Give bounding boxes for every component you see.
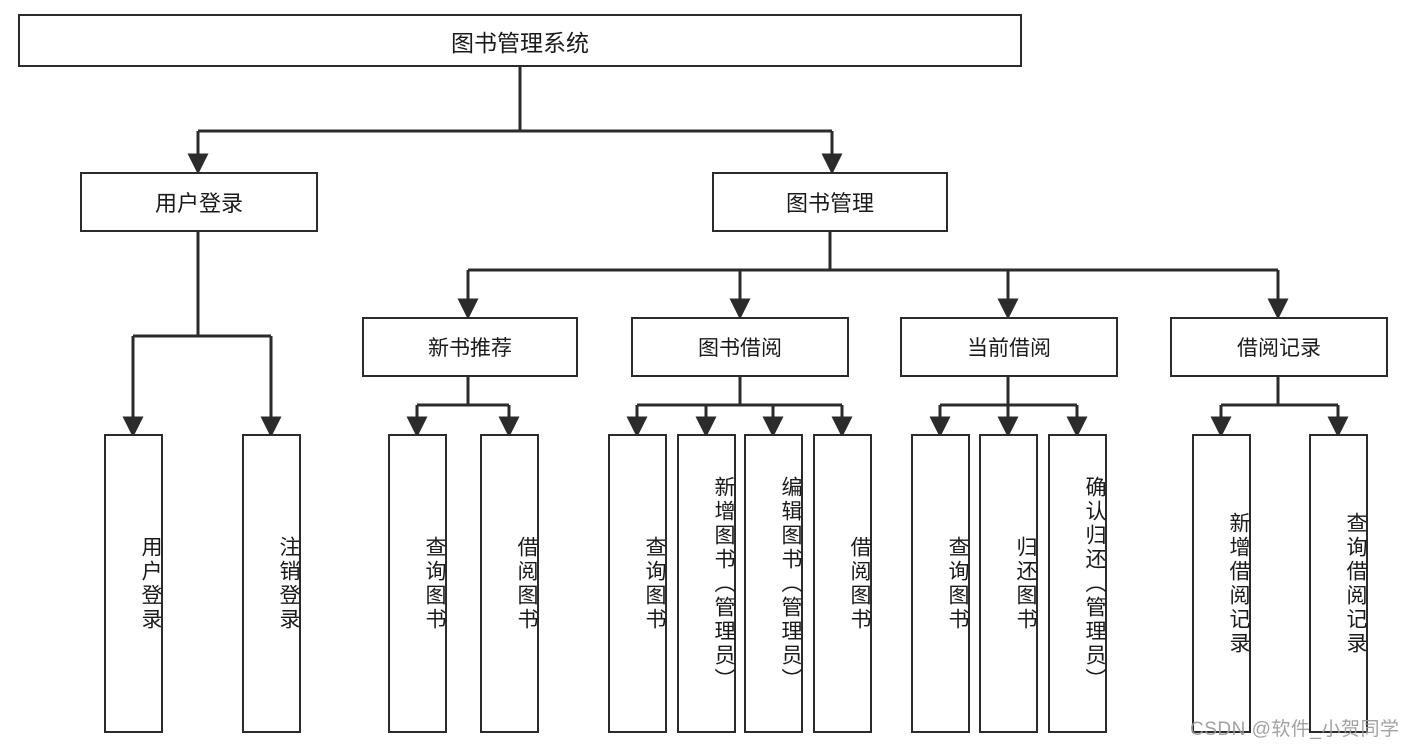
node-current-borrow[interactable]: 当前借阅 xyxy=(900,317,1118,377)
node-user-login[interactable]: 用户登录 xyxy=(80,172,318,232)
node-new-book-recommend[interactable]: 新书推荐 xyxy=(362,317,578,377)
node-borrow-record-label: 借阅记录 xyxy=(1237,337,1321,360)
leaf-nb-query-book-label: 查询图书 xyxy=(423,535,446,632)
leaf-bb-add-book-admin[interactable]: 新增图书（管理员） xyxy=(677,434,736,733)
leaf-cb-confirm-return-admin-label: 确认归还（管理员） xyxy=(1083,475,1106,692)
leaf-cb-query-book-label: 查询图书 xyxy=(946,535,969,632)
leaf-br-query-record-label: 查询借阅记录 xyxy=(1344,511,1367,656)
leaf-nb-borrow-book-label: 借阅图书 xyxy=(515,535,538,632)
csdn-watermark: CSDN @软件_小贺同学 xyxy=(1190,719,1400,740)
leaf-br-add-record[interactable]: 新增借阅记录 xyxy=(1192,434,1251,733)
leaf-cb-query-book[interactable]: 查询图书 xyxy=(911,434,970,733)
leaf-nb-borrow-book[interactable]: 借阅图书 xyxy=(480,434,539,733)
leaf-bb-borrow-book-label: 借阅图书 xyxy=(848,535,871,632)
leaf-logout-label: 注销登录 xyxy=(277,535,300,632)
node-book-management-label: 图书管理 xyxy=(785,191,874,216)
leaf-cb-return-book-label: 归还图书 xyxy=(1014,535,1037,632)
leaf-bb-edit-book-admin[interactable]: 编辑图书（管理员） xyxy=(744,434,803,733)
node-borrow-record[interactable]: 借阅记录 xyxy=(1170,317,1388,377)
leaf-user-login[interactable]: 用户登录 xyxy=(104,434,163,733)
leaf-bb-borrow-book[interactable]: 借阅图书 xyxy=(813,434,872,733)
leaf-bb-query-book-label: 查询图书 xyxy=(643,535,666,632)
node-book-borrow-label: 图书借阅 xyxy=(698,337,782,360)
leaf-bb-add-book-admin-label: 新增图书（管理员） xyxy=(712,475,735,692)
node-book-borrow[interactable]: 图书借阅 xyxy=(631,317,849,377)
node-root-label: 图书管理系统 xyxy=(451,29,589,56)
node-root[interactable]: 图书管理系统 xyxy=(18,14,1022,67)
node-user-login-label: 用户登录 xyxy=(154,191,243,216)
leaf-cb-return-book[interactable]: 归还图书 xyxy=(979,434,1038,733)
leaf-nb-query-book[interactable]: 查询图书 xyxy=(388,434,447,733)
leaf-user-login-label: 用户登录 xyxy=(139,535,162,632)
leaf-br-query-record[interactable]: 查询借阅记录 xyxy=(1309,434,1368,733)
leaf-bb-edit-book-admin-label: 编辑图书（管理员） xyxy=(779,475,802,692)
leaf-br-add-record-label: 新增借阅记录 xyxy=(1227,511,1250,656)
node-book-management[interactable]: 图书管理 xyxy=(712,172,948,232)
leaf-logout[interactable]: 注销登录 xyxy=(242,434,301,733)
leaf-bb-query-book[interactable]: 查询图书 xyxy=(608,434,667,733)
node-current-borrow-label: 当前借阅 xyxy=(967,337,1051,360)
leaf-cb-confirm-return-admin[interactable]: 确认归还（管理员） xyxy=(1048,434,1107,733)
node-new-book-recommend-label: 新书推荐 xyxy=(428,337,512,360)
